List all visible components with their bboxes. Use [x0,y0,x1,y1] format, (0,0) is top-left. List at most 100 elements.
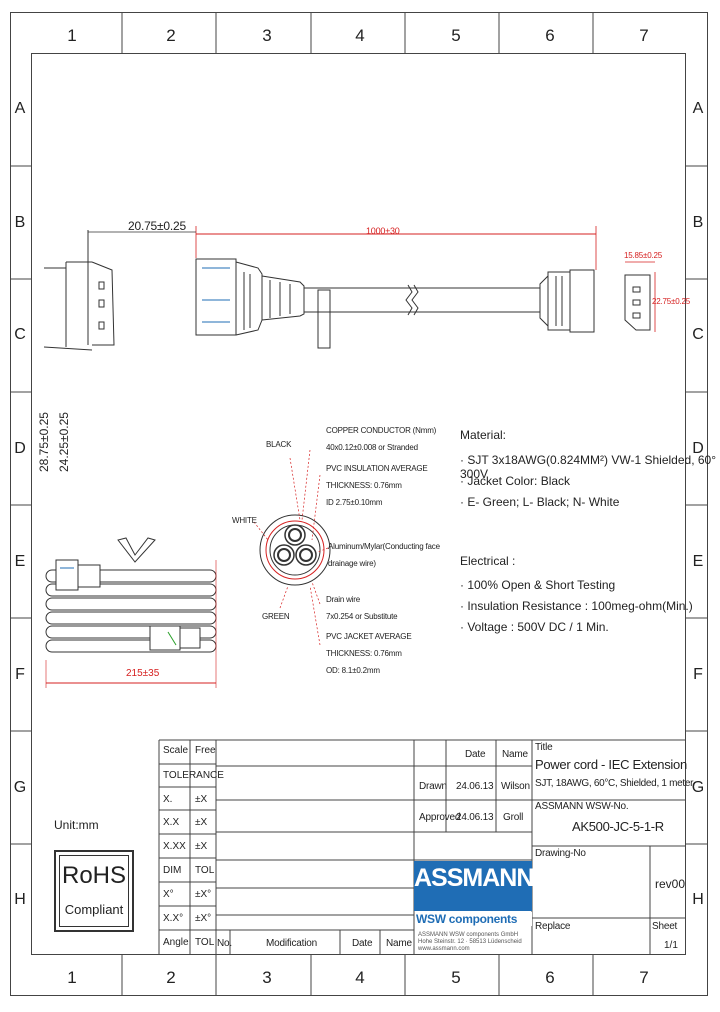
row-d: D [692,440,704,457]
tol-value: ±X [195,817,208,828]
material-line-1: · SJT 3x18AWG(0.824MM²) VW-1 Shielded, 6… [460,453,717,481]
col-7: 7 [639,26,649,45]
label-pvc-ins2: THICKNESS: 0.76mm [326,481,402,490]
col-6: 6 [545,968,555,987]
dim-plug-width: 20.75±0.25 [128,219,186,233]
dim-length: 1000±30 [366,226,400,236]
tol-value: ±X° [195,889,212,900]
col-1: 1 [67,26,77,45]
tol-key: X.XX [163,841,186,852]
tol-value: TOL [195,937,215,948]
drawingno-label: Drawing-No [535,848,586,859]
tolerance-heading: TOLERANCE [163,770,224,781]
approved-name: Groll [503,812,524,823]
dim-socket-h: 22.75±0.25 [652,297,690,306]
dim-socket-w: 15.85±0.25 [624,251,662,260]
col-3: 3 [262,26,272,45]
col-4: 4 [355,968,365,987]
part-number: AK500-JC-5-1-R [572,819,664,834]
tol-key: X.X [163,817,180,828]
col-3: 3 [262,968,272,987]
drawing-title: Power cord - IEC Extension [535,757,687,772]
material-heading: Material: [460,428,507,442]
label-foil2: drainage wire) [328,559,376,568]
electrical-line-1: · 100% Open & Short Testing [460,578,616,592]
electrical-line-2: · Insulation Resistance : 100meg-ohm(Min… [460,599,693,613]
drawn-label: Drawn [419,781,447,792]
col-2: 2 [166,26,176,45]
label-green: GREEN [262,612,290,621]
sheet-value: 1/1 [664,940,678,951]
col-5: 5 [451,26,461,45]
scale-value: Free [195,745,216,756]
rohs-badge: RoHS Compliant [54,850,134,932]
electrical-heading: Electrical : [460,554,516,568]
tol-key: X. [163,794,173,805]
label-pvc-ins3: ID 2.75±0.10mm [326,498,383,507]
title-label: Title [535,742,553,753]
row-f: F [15,666,25,683]
address-line-3: www.assmann.com [418,946,470,952]
partno-label: ASSMANN WSW-No. [535,801,629,812]
label-black: BLACK [266,440,292,449]
col-4: 4 [355,26,365,45]
row-e: E [14,553,26,570]
drawn-name: Wilson [501,781,530,792]
label-white: WHITE [232,516,257,525]
rev-date-label: Date [352,938,373,949]
tol-key: Angle [163,937,189,948]
label-jacket1: PVC JACKET AVERAGE [326,632,412,641]
signoff-date-header: Date [465,749,486,760]
label-foil1: Aluminum/Mylar(Conducting face [328,542,440,551]
logo-subtitle: WSW components [416,912,532,926]
col-1: 1 [67,968,77,987]
rev-name-label: Name [386,938,412,949]
signoff-name-header: Name [502,749,528,760]
drawing-area [31,53,686,955]
address-line-2: Hohe Steinstr. 12 · 58513 Lüdenscheid [418,939,522,945]
tol-key: X.X° [163,913,184,924]
rohs-title: RoHS [61,862,127,889]
coiled-cable [45,537,217,653]
row-f: F [693,666,703,683]
plug-end-view [43,230,115,351]
sheet-label: Sheet [652,921,678,932]
logo-address: ASSMANN WSW components GmbH Hohe Steinst… [418,932,522,953]
logo-brand: ASSMANN [414,864,534,892]
label-copper2: 40x0.12±0.008 or Stranded [326,443,418,452]
col-7: 7 [639,968,649,987]
plug-body [195,258,331,349]
row-b: B [14,214,26,231]
cable-body [304,284,540,316]
label-drain2: 7x0.254 or Substitute [326,612,398,621]
scale-label: Scale [163,745,189,756]
tol-value: ±X [195,841,208,852]
rohs-sub: Compliant [64,902,124,917]
label-pvc-ins1: PVC INSULATION AVERAGE [326,464,428,473]
col-6: 6 [545,26,555,45]
row-d: D [14,440,26,457]
approved-label: Approved [419,812,461,823]
drawn-date: 24.06.13 [456,781,494,792]
cable-drawing [43,226,656,688]
row-g: G [691,779,705,796]
material-line-2: · Jacket Color: Black [460,474,571,488]
label-jacket2: THICKNESS: 0.76mm [326,649,402,658]
tol-key: DIM [163,865,182,876]
rev-no-label: No. [217,938,232,949]
label-jacket3: OD: 8.1±0.2mm [326,666,380,675]
dim-coil: 215±35 [126,668,160,679]
socket-end-view [624,274,651,331]
material-line-3: · E- Green; L- Black; N- White [460,495,620,509]
row-h: H [692,891,704,908]
row-b: B [692,214,704,231]
tol-key: X° [163,889,174,900]
socket-body [539,269,595,333]
row-e: E [692,553,704,570]
replace-label: Replace [535,921,571,932]
tol-value: ±X [195,794,208,805]
row-c: C [14,326,26,343]
label-copper1: COPPER CONDUCTOR (Nmm) [326,426,437,435]
